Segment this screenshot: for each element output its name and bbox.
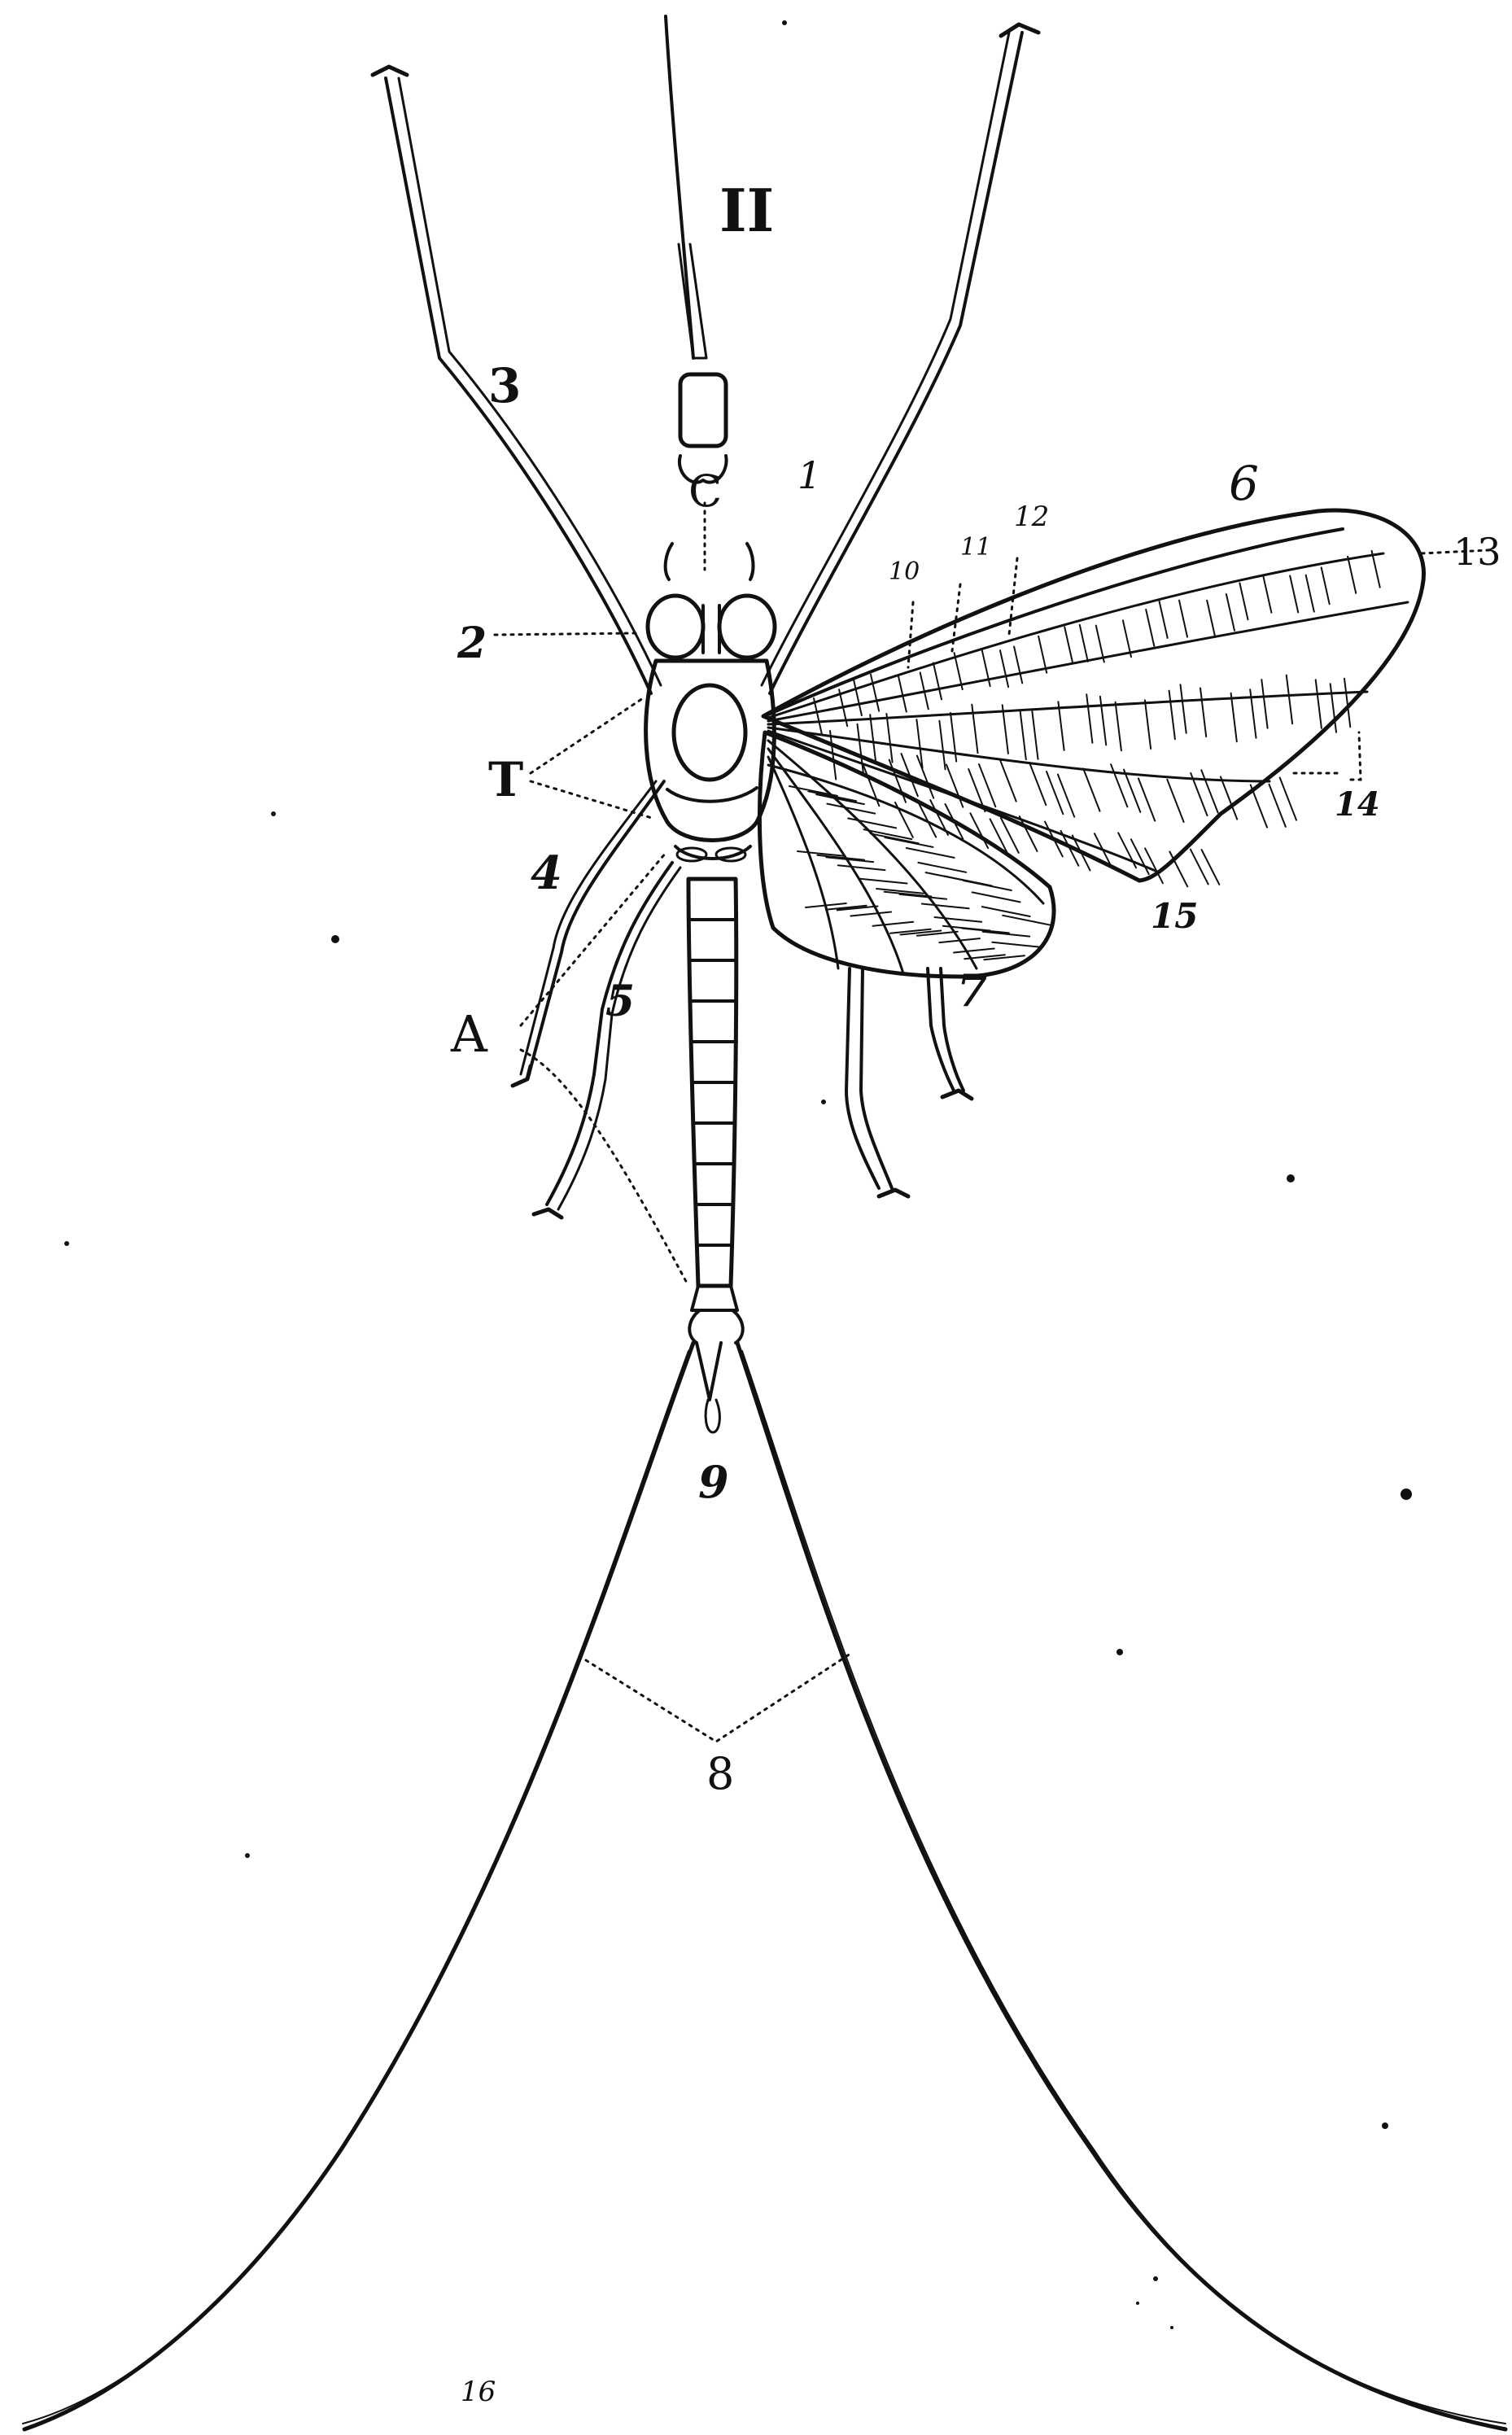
- label-T: T: [488, 752, 523, 807]
- label-1: 1: [798, 453, 821, 497]
- right-compound-eye: [719, 596, 775, 658]
- right-cercus: [737, 1343, 1505, 2429]
- label-7: 7: [957, 964, 988, 1016]
- leader-lines: [495, 503, 1489, 1742]
- label-5: 5: [605, 977, 635, 1026]
- fore-wing: [763, 510, 1424, 886]
- abdomen: [688, 879, 737, 1310]
- label-3: 3: [488, 358, 521, 413]
- left-cercus: [24, 1343, 693, 2429]
- label-13: 13: [1453, 530, 1501, 574]
- label-8: 8: [706, 1748, 734, 1799]
- antenna-base-segment: [680, 374, 726, 446]
- label-C: C: [688, 466, 722, 517]
- label-6: 6: [1229, 456, 1259, 511]
- label-4: 4: [531, 846, 562, 900]
- cerci: [23, 1343, 1505, 2429]
- hind-legs: [534, 863, 972, 1218]
- print-speckles: [64, 20, 1412, 2329]
- middle-legs: [513, 781, 908, 1196]
- head: [648, 544, 775, 658]
- label-16: 16: [461, 2376, 496, 2408]
- label-9: 9: [698, 1456, 729, 1508]
- antenna-filament: [666, 16, 706, 358]
- label-A: A: [450, 1004, 488, 1064]
- label-12: 12: [1014, 501, 1049, 533]
- label-14: 14: [1335, 785, 1380, 824]
- label-II: II: [719, 176, 774, 245]
- label-10: 10: [889, 557, 920, 586]
- terminal-appendages: [689, 1310, 742, 1432]
- label-11: 11: [960, 533, 991, 562]
- left-compound-eye: [648, 596, 703, 658]
- label-15: 15: [1151, 896, 1198, 936]
- thorax: [646, 661, 775, 861]
- label-2: 2: [457, 619, 487, 668]
